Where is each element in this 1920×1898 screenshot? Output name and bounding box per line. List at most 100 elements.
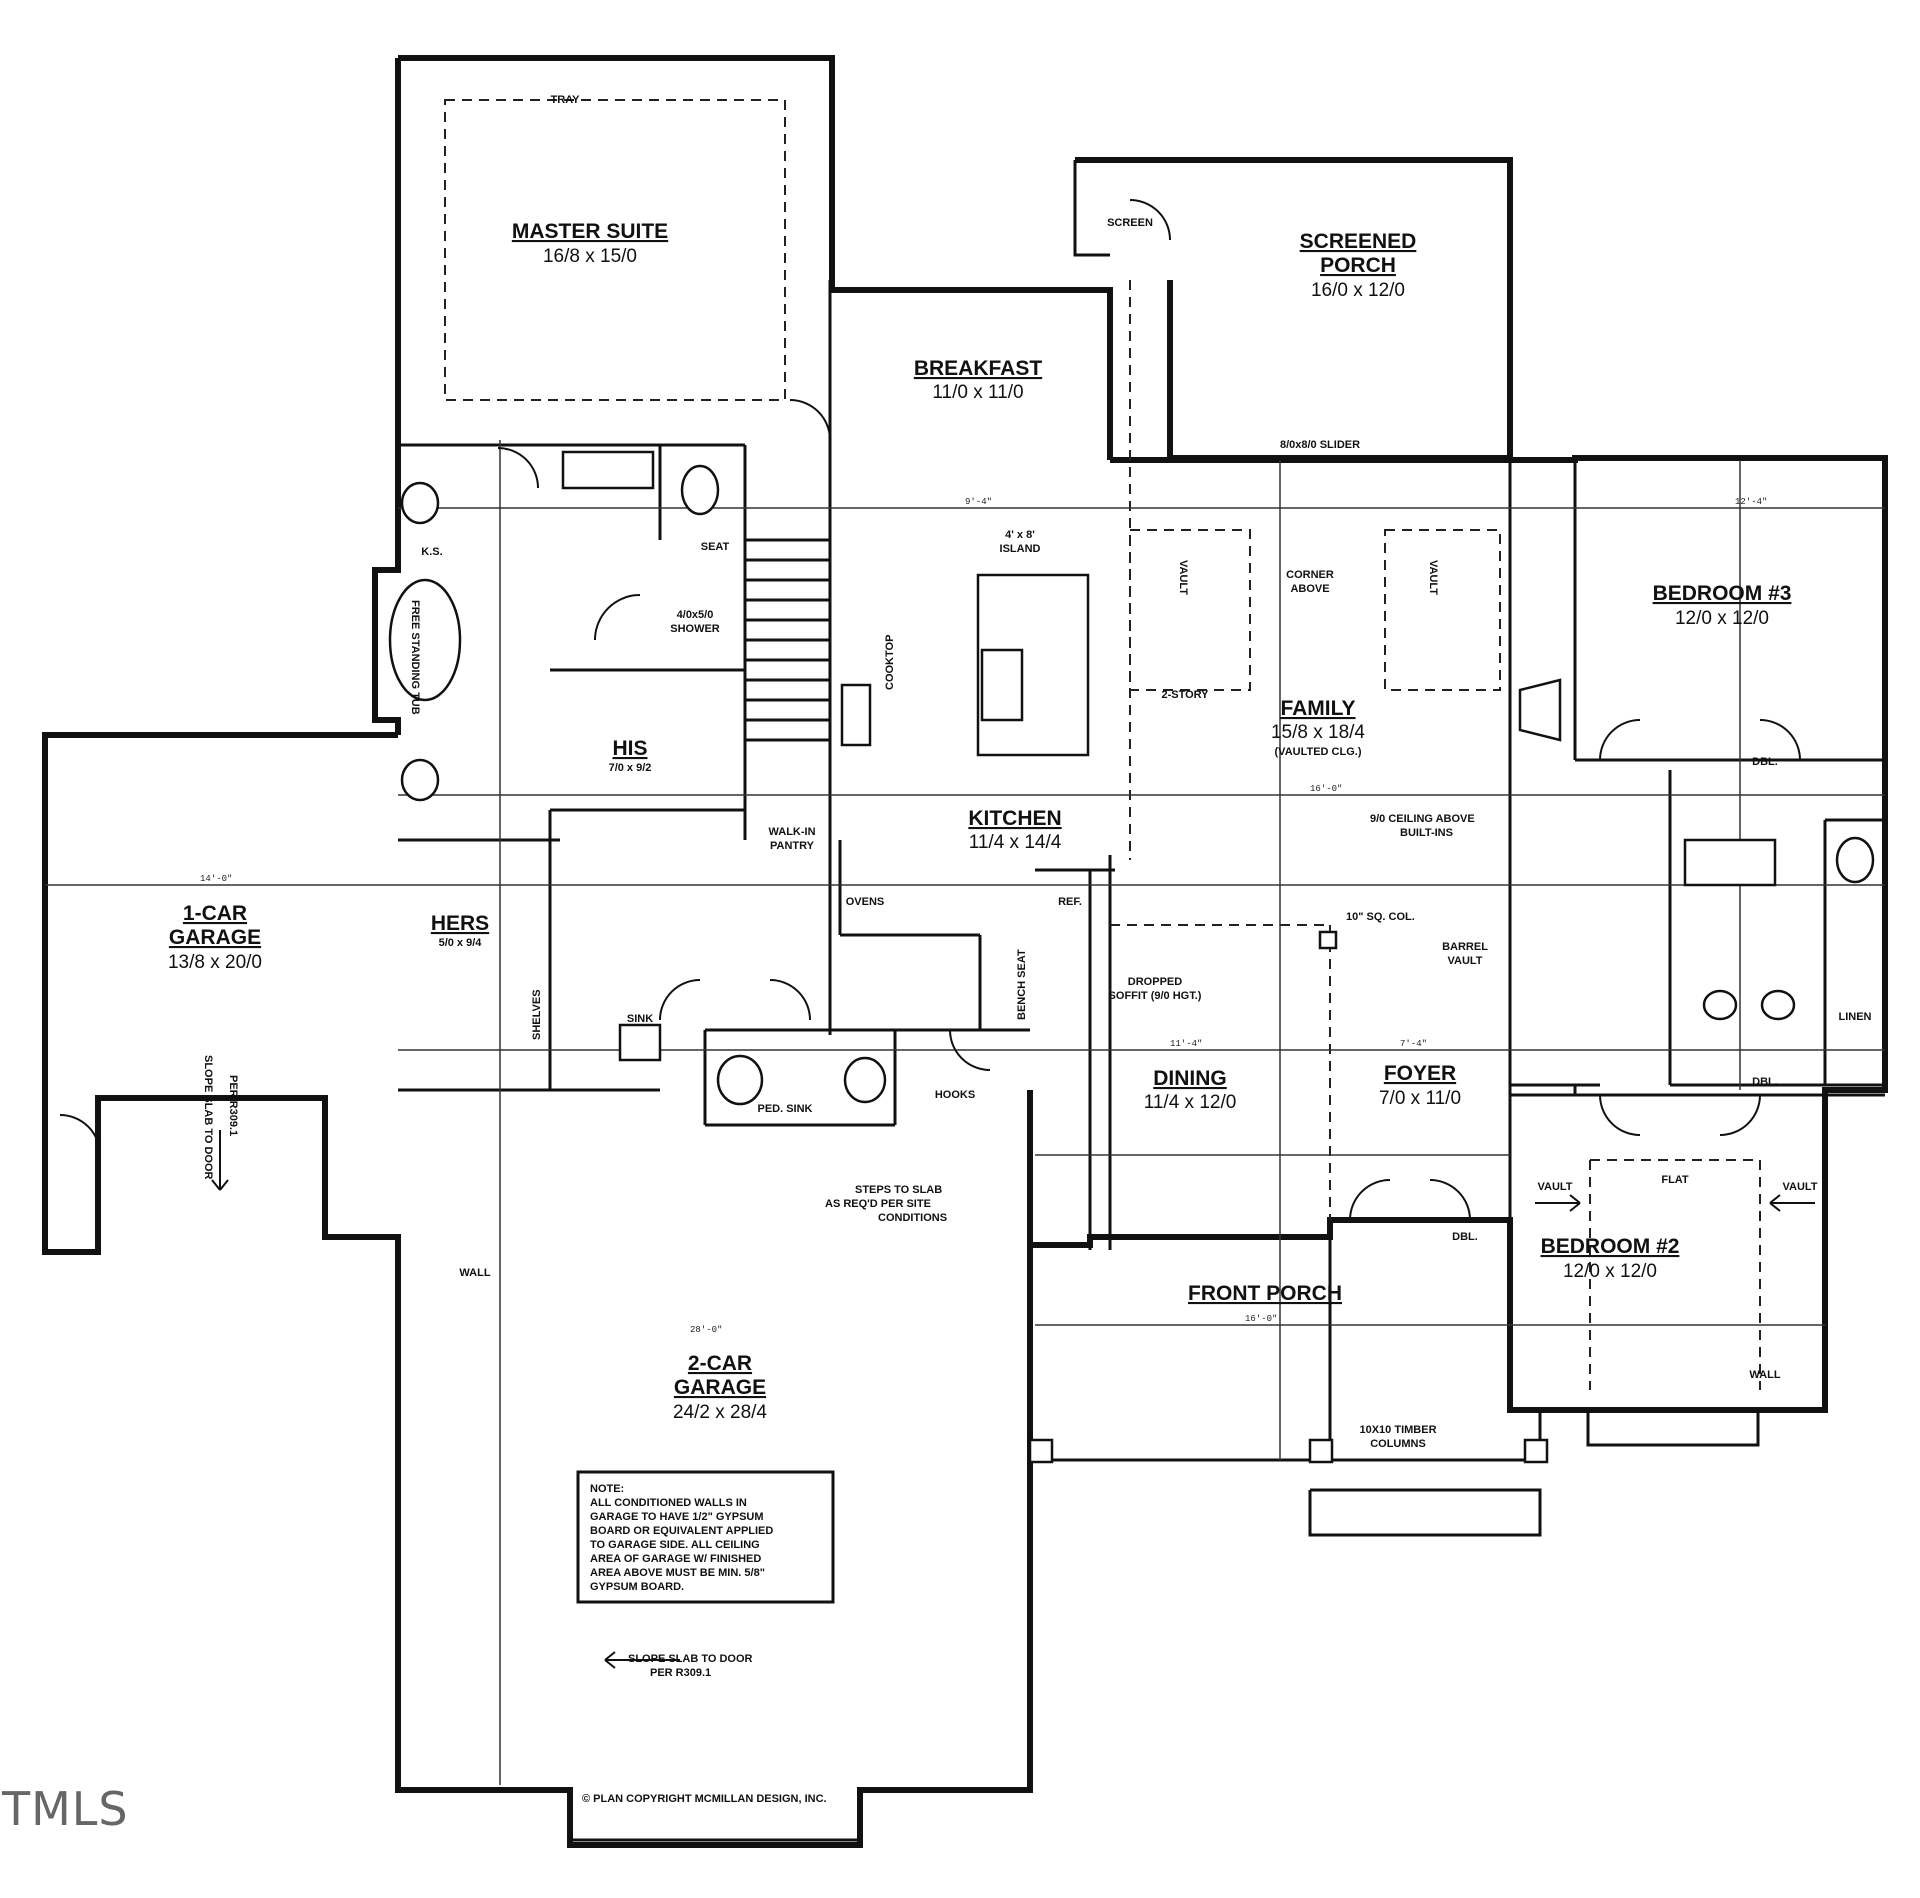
svg-text:BARREL: BARREL	[1442, 941, 1488, 953]
svg-text:TRAY: TRAY	[551, 94, 581, 106]
lavatory-sink-1	[400, 481, 440, 525]
svg-text:5/0 x 9/4: 5/0 x 9/4	[439, 937, 483, 949]
svg-text:REF.: REF.	[1058, 896, 1082, 908]
svg-text:LINEN: LINEN	[1839, 1011, 1872, 1023]
svg-text:DROPPED: DROPPED	[1128, 976, 1182, 988]
plan-notes: 4' x 8' ISLAND 2-STORY VAULT VAULT CORNE…	[202, 217, 1872, 1805]
svg-text:24/2 x 28/4: 24/2 x 28/4	[673, 1402, 767, 1423]
lavatory-sink-2	[400, 758, 440, 802]
room-label-bedroom-2: BEDROOM #2 12/0 x 12/0	[1541, 1235, 1680, 1282]
dimension-lines	[45, 440, 1885, 1785]
svg-text:7/0 x 9/2: 7/0 x 9/2	[609, 762, 652, 774]
svg-text:FLAT: FLAT	[1661, 1174, 1689, 1186]
svg-text:7'-4": 7'-4"	[1400, 1039, 1427, 1049]
svg-text:HERS: HERS	[431, 912, 489, 935]
svg-text:WALK-IN: WALK-IN	[768, 826, 815, 838]
stairs	[743, 538, 832, 742]
svg-text:KITCHEN: KITCHEN	[968, 807, 1061, 830]
svg-text:ALL CONDITIONED WALLS IN: ALL CONDITIONED WALLS IN	[590, 1497, 747, 1509]
svg-text:COOKTOP: COOKTOP	[884, 635, 896, 690]
arrows: VAULT VAULT	[211, 1130, 1818, 1669]
svg-text:DINING: DINING	[1153, 1067, 1227, 1090]
svg-text:14'-0": 14'-0"	[200, 874, 232, 884]
svg-text:11/0 x 11/0: 11/0 x 11/0	[932, 382, 1023, 403]
svg-text:NOTE:: NOTE:	[590, 1483, 624, 1495]
svg-text:VAULT: VAULT	[1537, 1181, 1572, 1193]
svg-text:BUILT-INS: BUILT-INS	[1400, 827, 1453, 839]
svg-text:© PLAN COPYRIGHT MCMILLAN DESI: © PLAN COPYRIGHT MCMILLAN DESIGN, INC.	[582, 1793, 827, 1805]
svg-text:4' x 8': 4' x 8'	[1005, 529, 1035, 541]
svg-text:HIS: HIS	[612, 737, 647, 760]
svg-text:ABOVE: ABOVE	[1290, 583, 1329, 595]
svg-text:COLUMNS: COLUMNS	[1370, 1438, 1426, 1450]
garage-note-box	[576, 1470, 835, 1604]
svg-text:GARAGE TO HAVE 1/2" GYPSUM: GARAGE TO HAVE 1/2" GYPSUM	[590, 1511, 764, 1523]
svg-text:4/0x5/0: 4/0x5/0	[677, 609, 714, 621]
room-label-kitchen: KITCHEN 11/4 x 14/4	[968, 807, 1061, 853]
svg-text:GARAGE: GARAGE	[674, 1376, 766, 1399]
svg-text:PED. SINK: PED. SINK	[757, 1103, 812, 1115]
svg-text:DBL.: DBL.	[1752, 756, 1778, 768]
svg-text:AREA ABOVE MUST BE MIN. 5/8": AREA ABOVE MUST BE MIN. 5/8"	[590, 1567, 765, 1579]
svg-text:VAULT: VAULT	[1427, 560, 1439, 595]
svg-text:SEAT: SEAT	[701, 541, 730, 553]
fireplace	[1518, 678, 1562, 742]
svg-text:BEDROOM #2: BEDROOM #2	[1541, 1235, 1680, 1258]
exterior-walls	[42, 55, 1888, 1848]
room-label-front-porch: FRONT PORCH	[1188, 1282, 1342, 1305]
garage-note: NOTE: ALL CONDITIONED WALLS IN GARAGE TO…	[590, 1483, 773, 1593]
svg-text:DBL.: DBL.	[1452, 1231, 1478, 1243]
svg-text:CONDITIONS: CONDITIONS	[878, 1212, 947, 1224]
svg-text:BEDROOM #3: BEDROOM #3	[1653, 582, 1792, 605]
room-label-his: HIS 7/0 x 9/2	[609, 737, 652, 774]
room-label-2-car-garage: 2-CAR GARAGE 24/2 x 28/4	[673, 1352, 767, 1423]
svg-text:VAULT: VAULT	[1177, 560, 1189, 595]
columns	[1028, 930, 1549, 1464]
dashed-ceiling-lines	[444, 99, 1761, 1390]
svg-text:SCREEN: SCREEN	[1107, 217, 1153, 229]
ped-sink	[716, 1054, 764, 1106]
svg-text:PORCH: PORCH	[1320, 254, 1396, 277]
svg-text:12/0 x 12/0: 12/0 x 12/0	[1563, 1261, 1657, 1282]
svg-text:12'-4": 12'-4"	[1735, 497, 1767, 507]
mls-watermark: TMLS	[1, 1782, 129, 1836]
vanity-sink-2	[1760, 989, 1796, 1021]
svg-text:GYPSUM BOARD.: GYPSUM BOARD.	[590, 1581, 684, 1593]
svg-text:11'-4": 11'-4"	[1170, 1039, 1202, 1049]
master-toilet	[680, 464, 720, 516]
svg-text:16/8 x 15/0: 16/8 x 15/0	[543, 246, 637, 267]
svg-text:12/0 x 12/0: 12/0 x 12/0	[1675, 608, 1769, 629]
svg-text:VAULT: VAULT	[1447, 955, 1482, 967]
svg-text:15/8 x 18/4: 15/8 x 18/4	[1271, 722, 1365, 743]
svg-text:SHOWER: SHOWER	[670, 623, 720, 635]
svg-text:16/0 x 12/0: 16/0 x 12/0	[1311, 280, 1405, 301]
svg-text:11/4 x 12/0: 11/4 x 12/0	[1144, 1092, 1237, 1113]
svg-text:BENCH SEAT: BENCH SEAT	[1016, 949, 1028, 1020]
freestanding-tub	[388, 578, 462, 702]
door-swings	[59, 199, 1801, 1221]
svg-text:WALL: WALL	[459, 1267, 490, 1279]
svg-text:10" SQ. COL.: 10" SQ. COL.	[1346, 911, 1415, 923]
svg-text:SLOPE SLAB TO DOOR: SLOPE SLAB TO DOOR	[202, 1055, 214, 1180]
svg-text:10X10 TIMBER: 10X10 TIMBER	[1359, 1424, 1436, 1436]
svg-text:AS REQ'D PER SITE: AS REQ'D PER SITE	[825, 1198, 931, 1210]
cooktop	[840, 683, 872, 747]
svg-text:SLOPE SLAB TO DOOR: SLOPE SLAB TO DOOR	[628, 1653, 753, 1665]
svg-text:FREE STANDING TUB: FREE STANDING TUB	[409, 600, 421, 715]
svg-text:(VAULTED CLG.): (VAULTED CLG.)	[1275, 746, 1362, 758]
room-label-foyer: FOYER 7/0 x 11/0	[1379, 1062, 1461, 1109]
svg-text:16'-0": 16'-0"	[1310, 784, 1342, 794]
hall-bath-toilet	[1835, 836, 1875, 884]
svg-text:PER R309.1: PER R309.1	[650, 1667, 711, 1679]
svg-text:ISLAND: ISLAND	[1000, 543, 1041, 555]
vanity-sink-1	[1702, 989, 1738, 1021]
svg-text:SOFFIT (9/0 HGT.): SOFFIT (9/0 HGT.)	[1109, 990, 1202, 1002]
room-label-bedroom-3: BEDROOM #3 12/0 x 12/0	[1653, 582, 1792, 629]
room-label-hers: HERS 5/0 x 9/4	[431, 912, 489, 949]
svg-text:VAULT: VAULT	[1782, 1181, 1817, 1193]
half-bath-toilet	[843, 1056, 887, 1104]
svg-text:TO GARAGE SIDE. ALL CEILING: TO GARAGE SIDE. ALL CEILING	[590, 1539, 760, 1551]
svg-text:GARAGE: GARAGE	[169, 926, 261, 949]
svg-text:SCREENED: SCREENED	[1300, 230, 1417, 253]
